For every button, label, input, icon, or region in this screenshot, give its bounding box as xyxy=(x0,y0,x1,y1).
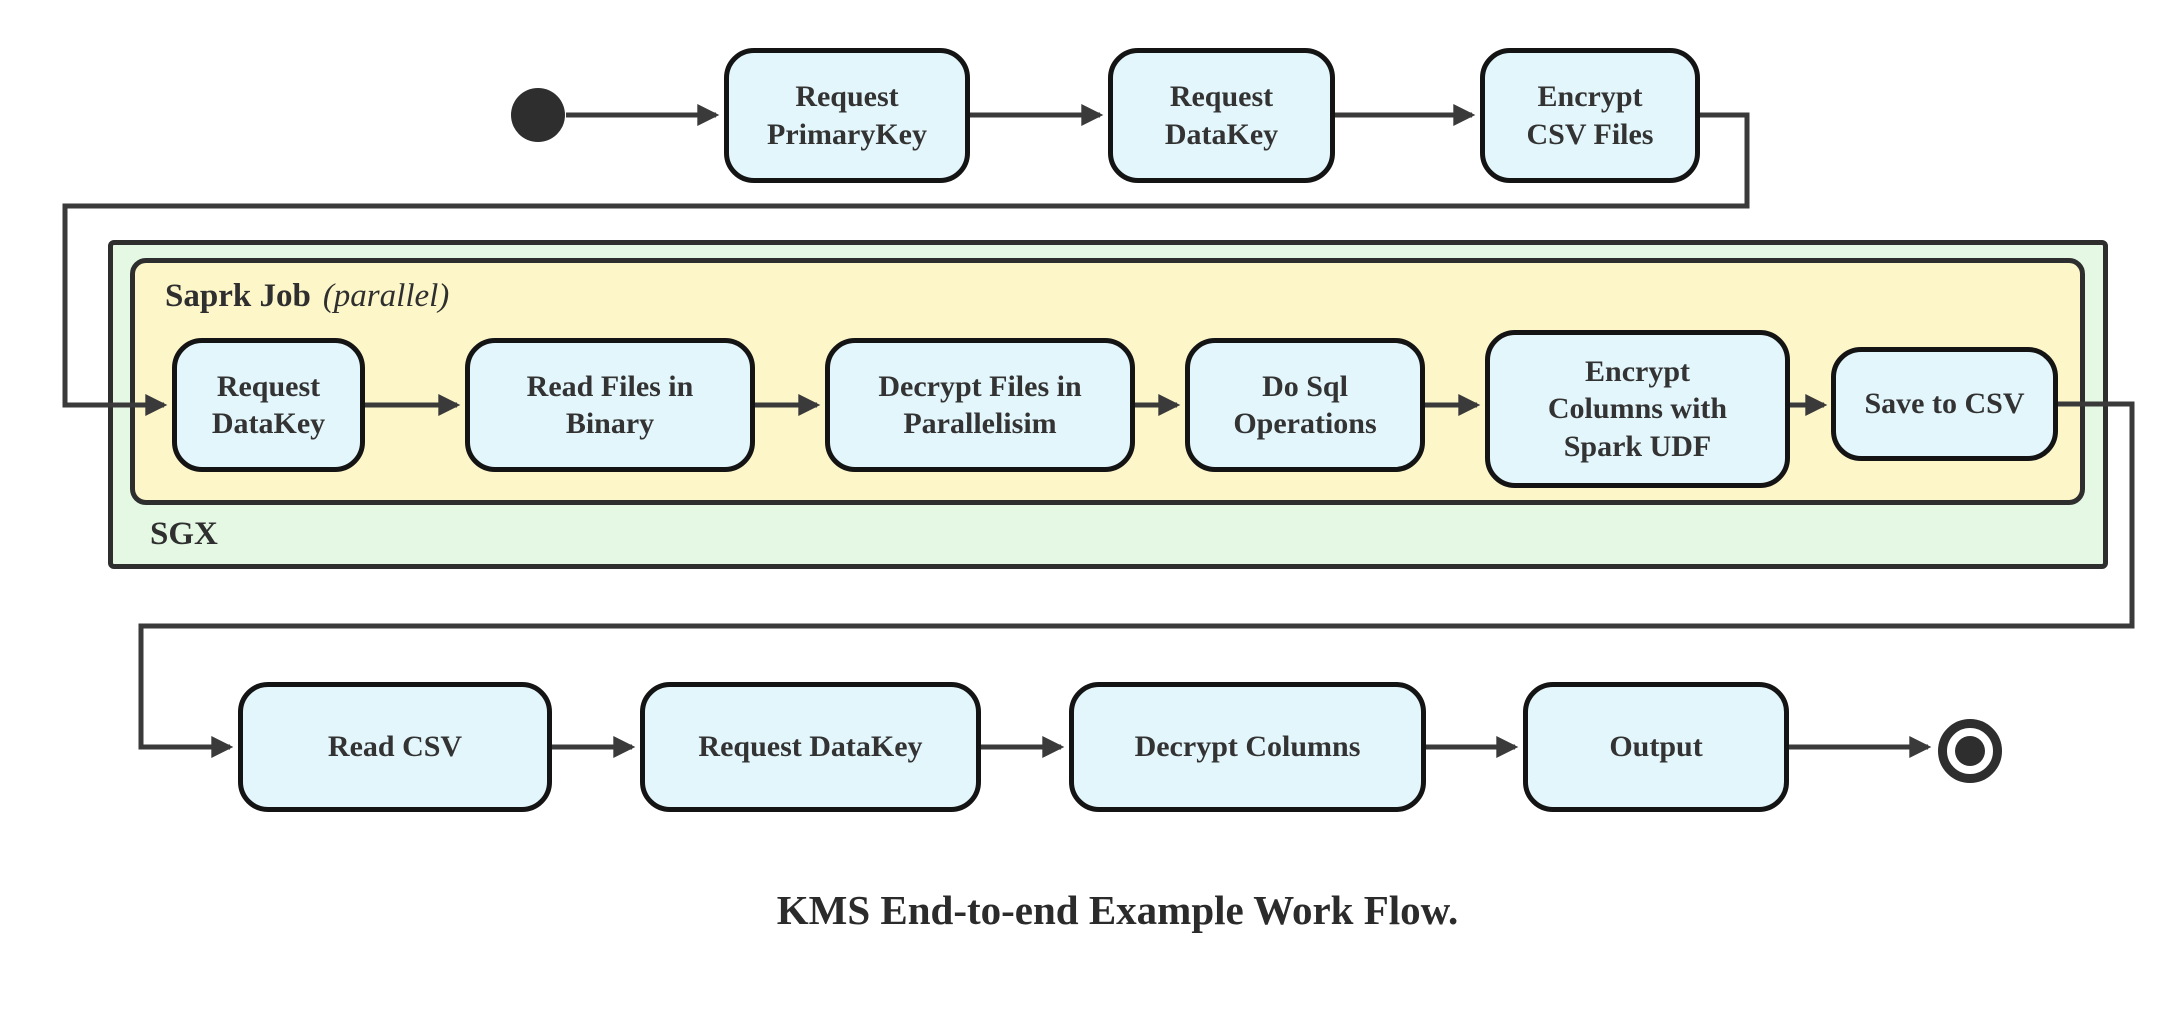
node-decrypt-files-parallelisim: Decrypt Files in Parallelisim xyxy=(825,338,1135,472)
node-request-primarykey: Request PrimaryKey xyxy=(724,48,970,183)
node-label: Encrypt Columns with Spark UDF xyxy=(1547,354,1728,463)
node-request-datakey-bottom: Request DataKey xyxy=(640,682,981,812)
node-request-datakey-top: Request DataKey xyxy=(1108,48,1335,183)
end-state-icon xyxy=(1938,719,2002,783)
node-read-files-binary: Read Files in Binary xyxy=(465,338,755,472)
spark-job-label: Saprk Job xyxy=(165,278,311,314)
node-label: Read CSV xyxy=(327,730,463,764)
node-label: Request DataKey xyxy=(1164,80,1279,151)
end-state-dot xyxy=(1955,736,1985,766)
node-label: Encrypt CSV Files xyxy=(1526,80,1654,151)
node-label: Decrypt Files in Parallelisim xyxy=(878,369,1082,441)
node-do-sql-operations: Do Sql Operations xyxy=(1185,338,1425,472)
node-save-to-csv: Save to CSV xyxy=(1831,347,2058,461)
node-decrypt-columns: Decrypt Columns xyxy=(1069,682,1426,812)
node-label: Request DataKey xyxy=(698,730,923,764)
node-sgx-request-datakey: Request DataKey xyxy=(172,338,365,472)
diagram-caption: KMS End-to-end Example Work Flow. xyxy=(776,887,1459,933)
node-label: Decrypt Columns xyxy=(1134,730,1361,764)
node-output: Output xyxy=(1523,682,1789,812)
node-read-csv: Read CSV xyxy=(238,682,552,812)
sgx-label: SGX xyxy=(150,516,218,552)
node-label: Read Files in Binary xyxy=(526,369,694,441)
node-encrypt-csv-files: Encrypt CSV Files xyxy=(1480,48,1700,183)
node-label: Output xyxy=(1609,730,1703,764)
node-label: Request DataKey xyxy=(211,369,326,441)
edge-encrypt-csv-to-sgx-request-datakey xyxy=(62,112,1750,417)
spark-job-parallel-qualifier: (parallel) xyxy=(322,278,450,314)
node-label: Save to CSV xyxy=(1864,387,2025,421)
node-label: Do Sql Operations xyxy=(1233,369,1377,441)
edge-save-csv-to-read-csv xyxy=(138,401,2135,759)
node-encrypt-columns-spark-udf: Encrypt Columns with Spark UDF xyxy=(1485,330,1790,488)
node-label: Request PrimaryKey xyxy=(767,80,927,151)
start-state-icon xyxy=(511,88,565,142)
spark-job-group-title: Saprk Job (parallel) xyxy=(165,278,449,315)
